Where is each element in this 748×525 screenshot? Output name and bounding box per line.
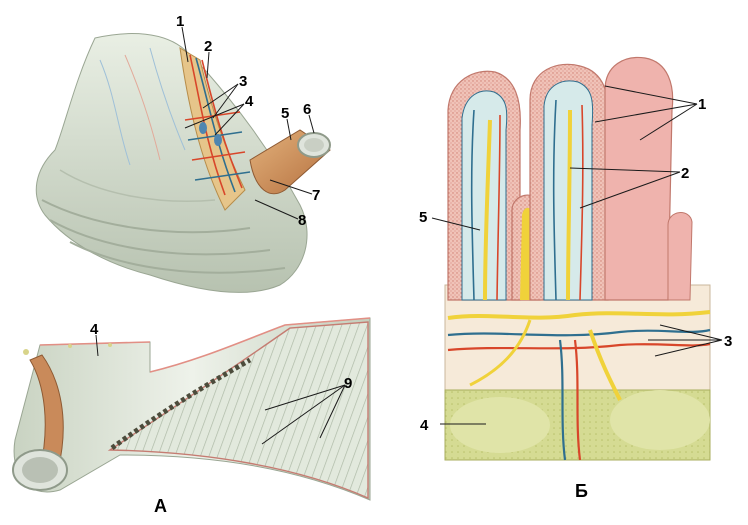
label-b-4: 4: [420, 417, 429, 434]
label-a-4: 4: [245, 93, 254, 110]
leader-b1: [594, 103, 698, 123]
lumen-inner: [22, 457, 58, 483]
label-a-2: 2: [204, 38, 212, 55]
fat-dot: [108, 343, 112, 347]
leader-8: [254, 199, 299, 220]
panel-b-caption: Б: [575, 481, 588, 501]
circular-fold: [59, 169, 216, 202]
circular-fold: [69, 241, 286, 274]
circular-fold: [49, 219, 271, 256]
leader-5: [286, 118, 292, 141]
surface-vessel: [99, 59, 131, 166]
panel-a-top-specimen: [35, 33, 331, 293]
lymph-node: [214, 134, 222, 146]
labels-panel-a: 1 2 3 4 5 6 7 8 9 4 А: [90, 13, 352, 516]
opened-lumen-folds: [107, 321, 369, 500]
leader-b1: [639, 103, 698, 141]
leader-b2: [569, 167, 681, 173]
mesenteric-vessels: [184, 54, 251, 196]
label-b-3: 3: [724, 333, 732, 350]
villus-intact: [604, 56, 674, 301]
leader-b3: [659, 324, 723, 341]
label-a-5: 5: [281, 105, 289, 122]
leader-2: [206, 51, 210, 79]
lymph-node: [199, 122, 207, 134]
lumen-inner: [304, 138, 324, 152]
surface-vessel: [124, 54, 161, 161]
surface-vessel: [149, 47, 186, 151]
leader-9: [264, 384, 346, 411]
label-b-5: 5: [419, 209, 427, 226]
circular-fold: [41, 199, 251, 234]
panel-a-bottom-specimen: [12, 317, 371, 501]
leader-9: [261, 384, 346, 445]
leader-3: [202, 83, 239, 109]
leader-6: [308, 114, 315, 134]
fat-dot: [23, 349, 29, 355]
leader-7: [269, 179, 313, 195]
cut-edge-dark: [110, 357, 252, 451]
panel-b-specimen: [444, 56, 711, 461]
villus-intact-small: [667, 212, 693, 301]
label-b-1: 1: [698, 96, 706, 113]
fat-dot: [68, 344, 72, 348]
label-a-8: 8: [298, 212, 306, 229]
serosa-edge: [39, 317, 371, 373]
leader-4-bottom: [95, 334, 99, 357]
label-b-2: 2: [681, 165, 689, 182]
muscle-bundle: [610, 390, 710, 450]
leader-b2: [579, 171, 681, 209]
intestinal-wall-body: [35, 33, 308, 293]
leader-b5: [431, 217, 481, 231]
label-a-3: 3: [239, 73, 247, 90]
muscle-bundle: [450, 397, 550, 453]
leader-b1: [604, 85, 698, 105]
panel-a-caption: А: [154, 496, 167, 516]
leader-4: [214, 103, 245, 136]
leader-lines: [95, 26, 723, 445]
label-a-4-bottom: 4: [90, 321, 99, 338]
basal-network: [447, 310, 711, 461]
leader-9: [319, 384, 346, 439]
label-a-9: 9: [344, 375, 352, 392]
label-a-1: 1: [176, 13, 184, 30]
leader-1: [181, 26, 189, 63]
label-a-7: 7: [312, 187, 320, 204]
villus-vessels: [470, 99, 584, 301]
leader-4: [184, 103, 245, 129]
leader-3: [212, 83, 239, 119]
labels-panel-b: 1 2 3 4 5 Б: [419, 96, 732, 501]
leader-b3: [654, 339, 723, 357]
label-a-6: 6: [303, 101, 311, 118]
